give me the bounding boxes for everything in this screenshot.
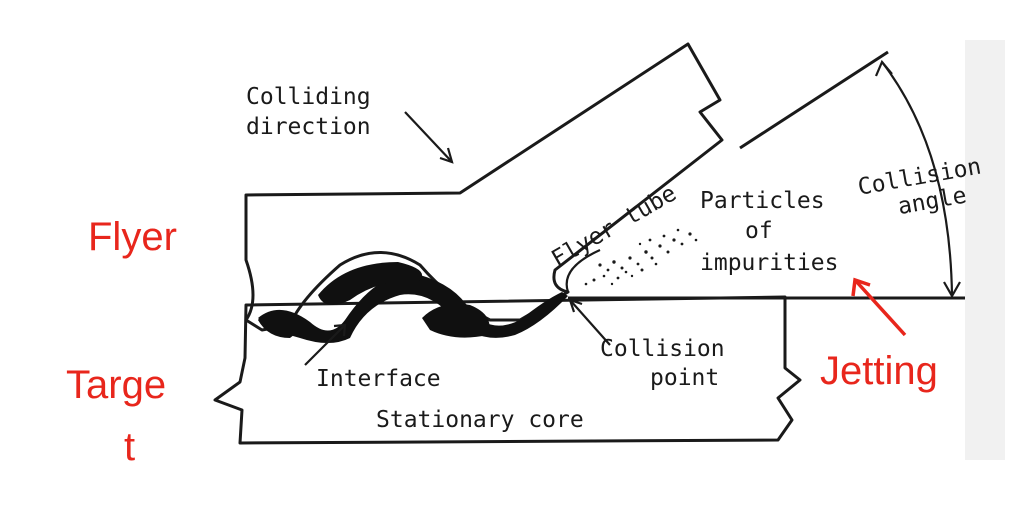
interface-lobe-3 [258,311,296,338]
colliding-direction-arrow [404,111,453,163]
collision-point-arrow [569,299,611,346]
interface-arrow [304,324,346,366]
jetting-arrowhead [851,277,871,297]
collision-point-label-line1: Collision [600,336,725,362]
jetting-arrow [853,278,907,337]
flyer-tube-edge [739,50,889,150]
target-plate [213,295,802,445]
collision-angle-arrowhead-top [874,59,893,77]
particles-label-line1: Particles [700,188,825,214]
particles-cloud [584,228,698,286]
interface-lobe-2 [422,303,490,338]
flyer-tube-label-line1: Flyer [547,215,620,272]
collision-angle-arrowhead-bottom [943,281,961,299]
stationary-core-label: Stationary core [376,407,584,433]
target-annotation-line2: t [124,425,135,469]
interface-lobe-1 [318,262,423,305]
collision-point-arrowhead [568,298,583,313]
particles-label-line3: impurities [700,250,838,276]
interface-label: Interface [316,366,441,392]
colliding-direction-arrowhead [439,147,454,164]
interface-arrowhead [333,323,347,337]
collision-point-label-line2: point [650,365,719,391]
scan-edge-shadow [965,40,1005,460]
flyer-tube-label-line2: tube [620,180,681,230]
flyer-annotation: Flyer [88,215,177,259]
flyer-plate [244,42,724,332]
colliding-direction-label-line2: direction [246,114,371,140]
collision-angle-arc [881,61,954,297]
jetting-annotation: Jetting [820,349,938,393]
colliding-direction-label-line1: Colliding [246,84,371,110]
target-annotation-line1: Targe [66,363,166,407]
flyer-tube-underside [565,248,601,293]
particles-label-line2: of [745,218,773,244]
interface-wave [258,274,568,343]
